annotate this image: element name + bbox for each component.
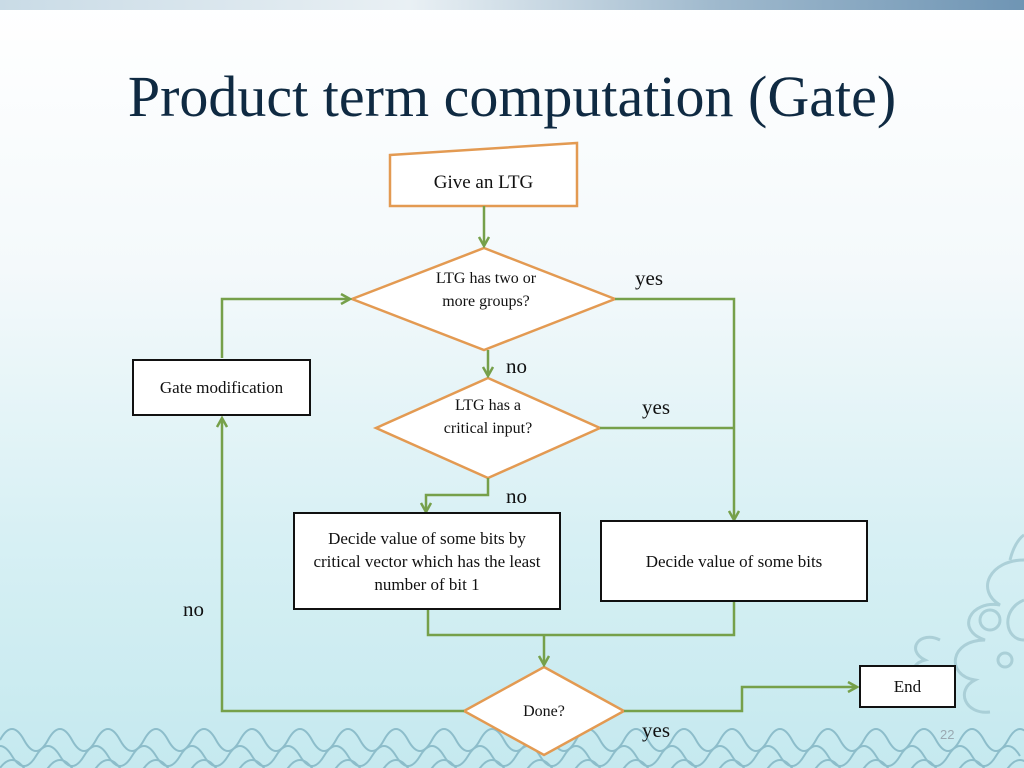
wave-pattern xyxy=(0,728,1024,768)
decision-groups-label: LTG has two or more groups? xyxy=(435,270,537,310)
slide-title: Product term computation (Gate) xyxy=(127,64,897,129)
edge-label-critical-no: no xyxy=(506,484,527,508)
decide-bits-label: Decide value of some bits xyxy=(645,551,823,571)
end-label: End xyxy=(893,677,922,696)
arrow-done-yes xyxy=(624,687,857,713)
arrow-done-no xyxy=(222,418,464,713)
top-decor-band xyxy=(0,0,1024,10)
start-node: Give an LTG xyxy=(390,160,577,204)
start-node-label: Give an LTG xyxy=(433,171,534,193)
cloud-ornament xyxy=(911,533,1024,714)
edge-label-critical-yes: yes xyxy=(642,395,670,419)
slide-page-number: 22 xyxy=(940,727,955,742)
arrow-gate-to-groups xyxy=(220,299,350,358)
decide-by-vector-box: Decide value of some bits by critical ve… xyxy=(293,512,561,610)
decision-done-shape xyxy=(461,665,627,757)
edge-label-done-yes: yes xyxy=(642,718,670,742)
end-box: End xyxy=(859,665,956,708)
decide-by-vector-label: Decide value of some bits by critical ve… xyxy=(313,528,541,594)
arrow-bits-to-merge xyxy=(544,602,736,637)
decision-groups-shape xyxy=(348,246,619,352)
decision-done-label: Done? xyxy=(523,703,565,720)
arrow-groups-yes xyxy=(615,297,734,520)
gate-modification-box: Gate modification xyxy=(132,359,311,416)
edge-label-groups-no: no xyxy=(506,354,527,378)
gate-modification-label: Gate modification xyxy=(159,378,284,397)
edge-label-done-no: no xyxy=(183,597,204,621)
edge-label-groups-yes: yes xyxy=(635,266,663,290)
start-node-shape xyxy=(388,141,579,208)
decide-bits-box: Decide value of some bits xyxy=(600,520,868,602)
decision-critical-label: LTG has a critical input? xyxy=(443,397,533,437)
arrow-vector-to-merge xyxy=(426,608,544,637)
arrow-critical-no xyxy=(426,478,490,512)
